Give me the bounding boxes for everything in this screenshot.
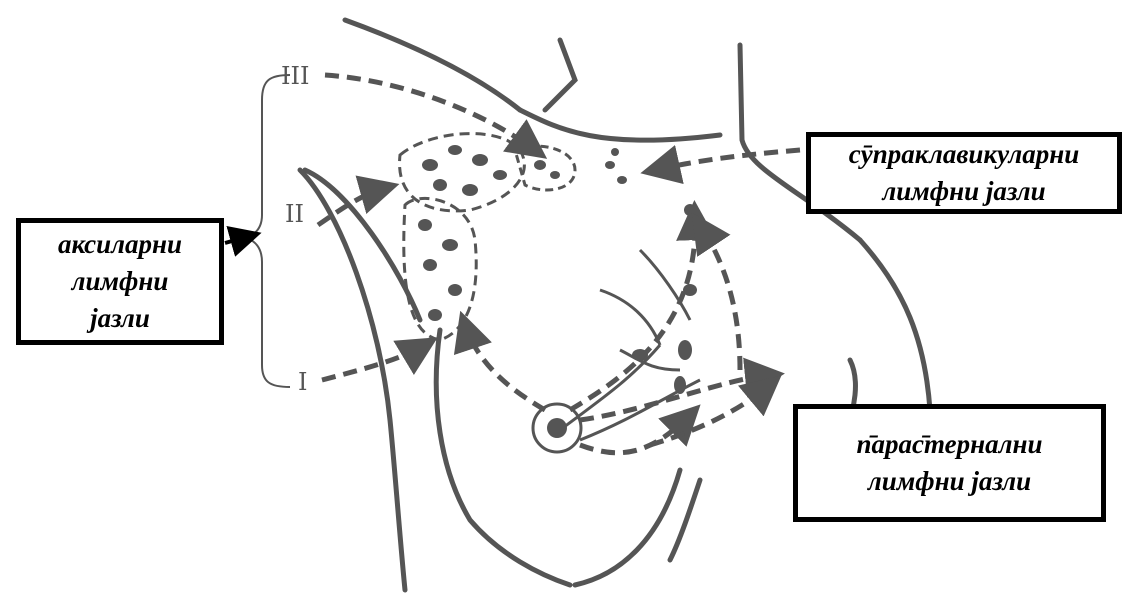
level-1-label: I	[298, 368, 307, 396]
arrow-supraclavicular	[655, 150, 800, 170]
clavicle-line	[520, 110, 720, 140]
level-brace	[245, 75, 290, 387]
level-3-label: III	[281, 62, 309, 90]
axillary-label-line-3: јазли	[90, 300, 150, 337]
shoulder-right-curve	[860, 240, 930, 410]
arrow-nipple-axilla	[465, 325, 545, 410]
level-2-label: II	[285, 200, 304, 228]
supra-label-line-1: сӯпракла­викуларни	[849, 136, 1079, 173]
axillary-pointer-arrow	[225, 236, 250, 243]
para-label-line-2: лимфни јазли	[868, 463, 1031, 500]
parasternal-lymph-nodes-label: п̄арас̄тернални лимфни јазли	[793, 404, 1106, 522]
axillary-node-cluster	[400, 134, 627, 340]
axillary-label-line-1: аксиларни	[58, 226, 182, 263]
nipple	[533, 404, 581, 452]
neck-right-line	[545, 40, 575, 110]
arrow-right-up	[700, 225, 740, 370]
axillary-label-line-2: лимфни	[72, 263, 169, 300]
axillary-lymph-nodes-label: аксиларни лимфни јазли	[16, 218, 224, 345]
supra-label-line-2: лимфни јазли	[882, 173, 1045, 210]
neck-shoulder-line	[345, 20, 520, 110]
breast-under-curve	[575, 470, 680, 585]
arm-left	[300, 170, 405, 590]
para-label-line-1: п̄арас̄тернални	[857, 426, 1043, 463]
arrow-level-1	[322, 345, 425, 380]
supraclavicular-lymph-nodes-label: сӯпракла­викуларни лимфни јазли	[806, 132, 1122, 214]
torso-left	[436, 330, 570, 585]
